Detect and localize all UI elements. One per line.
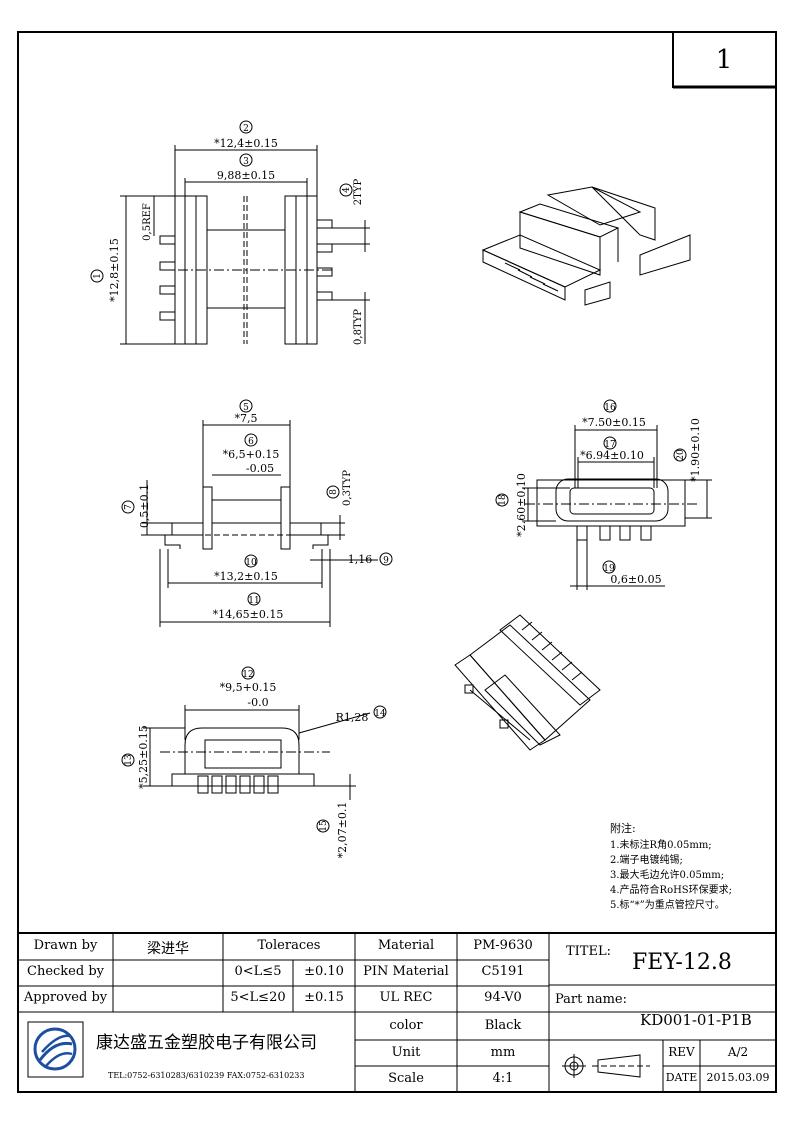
dim-5-number: 5 <box>243 403 249 413</box>
note-item-4: 4.产品符合RoHS环保要求; <box>610 885 733 896</box>
ul-rec-label: UL REC <box>379 990 433 1005</box>
title-block-grid <box>18 932 776 1092</box>
date-label: DATE <box>665 1071 698 1084</box>
dim-1-text: *12,8±0.15 <box>108 238 121 302</box>
dim-11-text: *14,65±0.15 <box>213 608 284 621</box>
dim-20-text: *1.90±0.10 <box>689 418 702 482</box>
dim-1-number: 1 <box>93 273 103 279</box>
rev-value: A/2 <box>727 1045 749 1059</box>
scale-label: Scale <box>388 1071 424 1086</box>
front-view-labels: 12 *9,5+0.15 -0.0 13 *5,25±0.15 R1,28 14… <box>121 666 387 859</box>
dim-08typ-text: 0,8TYP <box>353 309 364 345</box>
dim-10-text: *13,2±0.15 <box>214 570 278 583</box>
dim-8-text: 0,3TYP <box>342 470 353 506</box>
dim-2-number: 2 <box>243 124 249 134</box>
dim-5-text: *7,5 <box>235 412 258 425</box>
dim-16-number: 16 <box>604 403 616 413</box>
dim-18-number: 18 <box>498 494 508 506</box>
dim-9-number: 9 <box>383 556 389 566</box>
note-item-3: 3.最大毛边允许0.05mm; <box>610 870 725 881</box>
dim-12-tol: -0.0 <box>247 696 268 709</box>
dim-19-number: 19 <box>603 564 615 574</box>
dim-3-number: 3 <box>243 157 249 167</box>
dim-17-text: *6.94±0.10 <box>580 449 644 462</box>
color-value: Black <box>484 1018 522 1033</box>
unit-value: mm <box>490 1045 516 1060</box>
dim-10-number: 10 <box>245 558 257 568</box>
dim-7-text: 0,5±0.1 <box>138 484 151 528</box>
ref-05-text: 0,5REF <box>142 203 153 241</box>
side-view <box>141 420 378 627</box>
dim-18-text: *2.60±0.10 <box>515 473 528 537</box>
projection-symbol-icon <box>562 1054 650 1078</box>
dim-15-number: 15 <box>319 820 329 832</box>
color-label: color <box>389 1018 423 1033</box>
dim-3-text: 9,88±0.15 <box>217 169 275 182</box>
tol-range-2: 5<L≤20 <box>230 990 286 1005</box>
end-view-labels: 16 *7.50±0.15 17 *6.94±0.10 18 *2.60±0.1… <box>495 399 702 586</box>
checked-by-label: Checked by <box>27 964 104 979</box>
dim-2-text: *12,4±0.15 <box>214 137 278 150</box>
dim-13-number: 13 <box>124 754 134 766</box>
dim-6-number: 6 <box>248 437 254 447</box>
dim-19-text: 0,6±0.05 <box>610 573 661 586</box>
date-value: 2015.03.09 <box>706 1071 770 1084</box>
dim-11-number: 11 <box>248 596 259 606</box>
side-view-labels: 5 *7,5 6 *6,5+0.15 -0.05 7 0,5±0.1 8 0,3… <box>121 399 393 621</box>
drawn-by-value: 梁进华 <box>147 941 189 957</box>
ul-rec-value: 94-V0 <box>484 990 522 1005</box>
material-label: Material <box>377 938 435 953</box>
dim-16-text: *7.50±0.15 <box>582 416 646 429</box>
dim-6-tol: -0.05 <box>246 462 274 475</box>
company-logo <box>27 1021 84 1078</box>
note-item-1: 1.未标注R角0.05mm; <box>610 840 712 851</box>
notes-title: 附注: <box>610 822 636 835</box>
dim-14-number: 14 <box>374 709 386 719</box>
dim-7-number: 7 <box>124 504 134 510</box>
unit-label: Unit <box>391 1045 421 1060</box>
dim-6-text: *6,5+0.15 <box>223 448 280 461</box>
tol-range-1: 0<L≤5 <box>234 964 282 979</box>
dim-20-number: 20 <box>676 449 686 461</box>
dim-15-text: *2,07±0.1 <box>336 802 349 859</box>
company-name: 康达盛五金塑胶电子有限公司 <box>96 1033 317 1053</box>
titel-label: TITEL: <box>566 944 611 959</box>
rev-label: REV <box>668 1045 695 1059</box>
iso-view-1 <box>481 186 691 306</box>
iso-view-2 <box>454 614 601 751</box>
scale-value: 4:1 <box>492 1071 514 1086</box>
sheet-number-box: 1 <box>672 31 777 89</box>
dim-12-text: *9,5+0.15 <box>220 681 277 694</box>
top-view-labels: 2 *12,4±0.15 3 9,88±0.15 *12,8±0.15 1 0,… <box>90 120 364 345</box>
note-item-2: 2.端子电镀纯锡; <box>610 855 683 866</box>
front-view <box>143 705 371 800</box>
tol-value-2: ±0.15 <box>304 990 344 1005</box>
dim-4-number: 4 <box>342 187 352 193</box>
material-value: PM-9630 <box>473 938 533 953</box>
dim-8-number: 8 <box>329 489 339 495</box>
sheet-number: 1 <box>716 45 733 75</box>
tol-value-1: ±0.10 <box>304 964 344 979</box>
end-view <box>522 425 712 590</box>
dim-4-text: 2TYP <box>353 179 364 206</box>
dim-17-number: 17 <box>604 440 616 450</box>
part-name-label: Part name: <box>555 992 628 1007</box>
approved-by-label: Approved by <box>23 990 108 1005</box>
dim-14-text: R1,28 <box>336 711 369 724</box>
pin-material-label: PIN Material <box>363 964 449 979</box>
company-contact: TEL:0752-6310283/6310239 FAX:0752-631023… <box>108 1071 305 1080</box>
dim-9-text: 1,16 <box>348 553 373 566</box>
tolerances-label: Toleraces <box>257 938 321 953</box>
titel-value: FEY-12.8 <box>632 950 732 975</box>
drawn-by-label: Drawn by <box>33 938 98 953</box>
sheet-border <box>17 31 777 1093</box>
top-view <box>120 145 370 345</box>
part-name-value: KD001-01-P1B <box>640 1011 752 1029</box>
dim-13-text: *5,25±0.15 <box>137 725 150 789</box>
note-item-5: 5.标“*”为重点管控尺寸。 <box>610 900 725 911</box>
dim-12-number: 12 <box>242 670 253 680</box>
pin-material-value: C5191 <box>481 964 525 979</box>
